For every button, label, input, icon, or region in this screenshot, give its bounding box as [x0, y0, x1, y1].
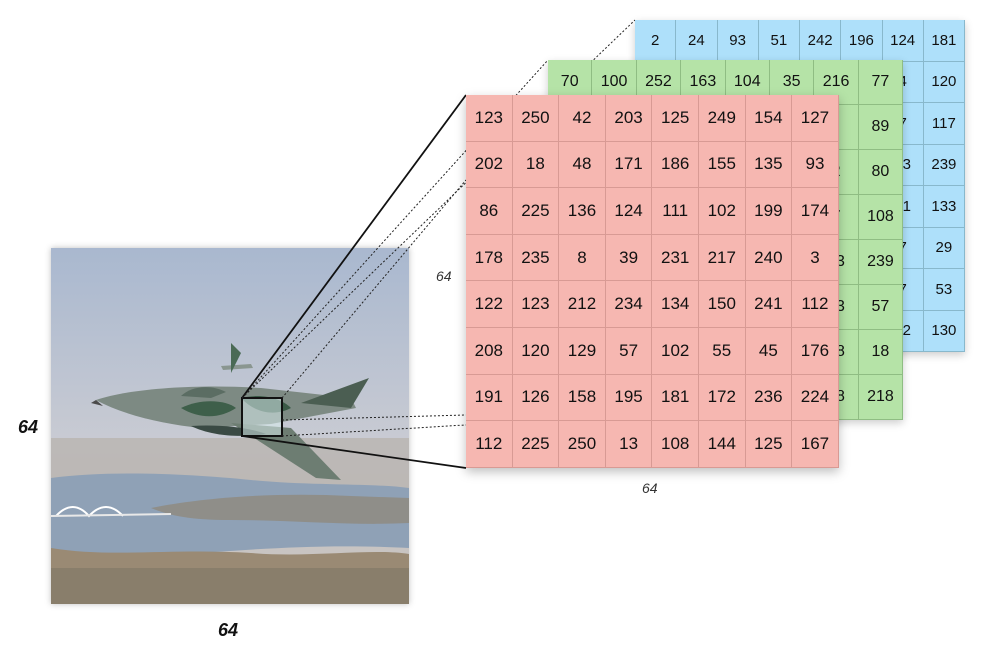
red-cell: 225	[512, 188, 560, 235]
red-cell: 45	[745, 327, 793, 375]
blue-cell: 133	[923, 186, 965, 228]
blue-cell: 196	[841, 20, 883, 62]
red-cell: 42	[559, 95, 606, 142]
red-cell: 129	[559, 327, 606, 375]
red-cell: 124	[605, 188, 653, 235]
red-cell: 135	[745, 141, 793, 189]
blue-cell: 117	[923, 103, 965, 145]
green-cell: 108	[858, 195, 904, 240]
red-cell: 199	[745, 188, 793, 235]
matrix-height-label: 64	[436, 268, 452, 284]
red-cell: 111	[652, 188, 699, 235]
blue-cell: 120	[923, 61, 965, 103]
red-cell: 167	[792, 421, 839, 468]
red-cell: 8	[559, 234, 606, 282]
blue-cell: 53	[923, 269, 965, 311]
red-cell: 203	[605, 95, 653, 142]
red-cell: 125	[745, 421, 793, 468]
red-cell: 120	[512, 327, 560, 375]
red-cell: 195	[605, 374, 653, 422]
red-cell: 93	[792, 141, 839, 189]
red-cell: 55	[698, 327, 746, 375]
blue-cell: 239	[923, 144, 965, 186]
red-cell: 112	[466, 421, 513, 468]
red-cell: 176	[792, 327, 839, 375]
red-cell: 174	[792, 188, 839, 235]
green-cell: 57	[858, 285, 904, 330]
green-cell: 80	[858, 150, 904, 195]
red-cell: 126	[512, 374, 560, 422]
blue-cell: 130	[923, 310, 965, 352]
red-cell: 122	[466, 281, 513, 328]
red-cell: 186	[652, 141, 699, 189]
red-cell: 144	[698, 421, 746, 468]
red-cell: 136	[559, 188, 606, 235]
red-cell: 178	[466, 234, 513, 282]
blue-cell: 29	[923, 227, 965, 269]
red-cell: 181	[652, 374, 699, 422]
blue-cell: 242	[800, 20, 842, 62]
red-cell: 202	[466, 141, 513, 189]
red-cell: 250	[512, 95, 560, 142]
red-cell: 224	[792, 374, 839, 422]
red-cell: 57	[605, 327, 653, 375]
blue-cell: 51	[758, 20, 800, 62]
green-cell: 89	[858, 105, 904, 150]
red-cell: 108	[652, 421, 699, 468]
red-cell: 13	[605, 421, 653, 468]
red-cell: 134	[652, 281, 699, 328]
red-cell: 123	[466, 95, 513, 142]
blue-cell: 24	[676, 20, 718, 62]
red-cell: 217	[698, 234, 746, 282]
red-cell: 171	[605, 141, 653, 189]
red-cell: 208	[466, 327, 513, 375]
red-cell: 86	[466, 188, 513, 235]
red-cell: 225	[512, 421, 560, 468]
blue-cell: 124	[882, 20, 924, 62]
red-cell: 249	[698, 95, 746, 142]
red-cell: 234	[605, 281, 653, 328]
jet-photo	[51, 248, 409, 604]
blue-cell: 181	[923, 20, 965, 62]
red-cell: 212	[559, 281, 606, 328]
red-cell: 150	[698, 281, 746, 328]
red-cell: 191	[466, 374, 513, 422]
blue-cell: 2	[635, 20, 677, 62]
green-cell: 239	[858, 240, 904, 285]
red-cell: 18	[512, 141, 560, 189]
red-cell: 158	[559, 374, 606, 422]
image-height-label: 64	[18, 417, 39, 437]
red-cell: 48	[559, 141, 606, 189]
red-cell: 236	[745, 374, 793, 422]
green-cell: 218	[858, 375, 904, 420]
image-width-label: 64	[218, 620, 239, 640]
red-cell: 123	[512, 281, 560, 328]
red-cell: 235	[512, 234, 560, 282]
red-cell: 172	[698, 374, 746, 422]
red-cell: 155	[698, 141, 746, 189]
red-cell: 241	[745, 281, 793, 328]
red-cell: 240	[745, 234, 793, 282]
red-cell: 3	[792, 234, 839, 282]
green-cell: 18	[858, 330, 904, 375]
red-cell: 102	[652, 327, 699, 375]
red-cell: 39	[605, 234, 653, 282]
blue-cell: 93	[717, 20, 759, 62]
red-cell: 125	[652, 95, 699, 142]
red-cell: 231	[652, 234, 699, 282]
red-cell: 112	[792, 281, 839, 328]
matrix-width-label: 64	[642, 480, 658, 496]
red-cell: 102	[698, 188, 746, 235]
red-cell: 154	[745, 95, 793, 142]
green-cell: 77	[858, 60, 904, 105]
red-cell: 127	[792, 95, 839, 142]
red-cell: 250	[559, 421, 606, 468]
